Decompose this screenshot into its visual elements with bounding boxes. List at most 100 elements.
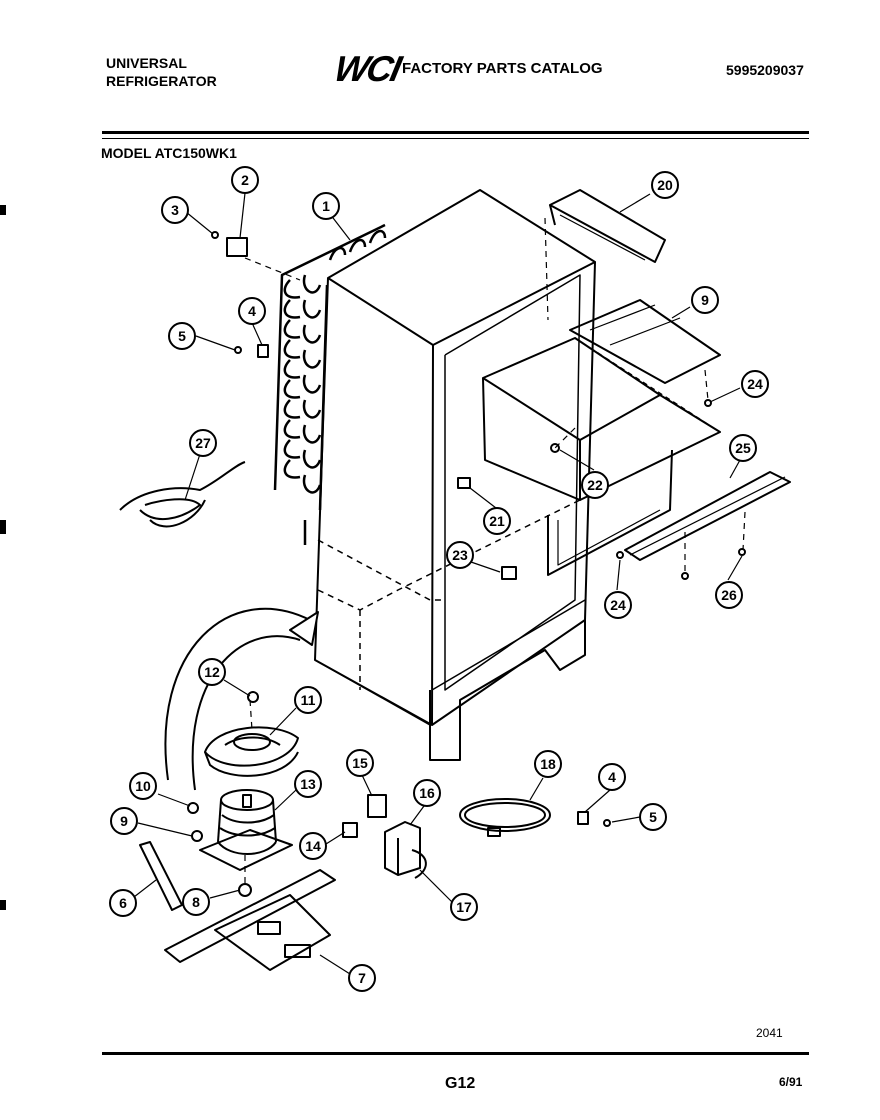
callout-label: 4	[608, 769, 616, 785]
part-4-clip	[257, 344, 269, 358]
callout-label: 10	[135, 778, 151, 794]
catalog-title: FACTORY PARTS CATALOG	[402, 60, 603, 77]
part-27-harness	[119, 461, 246, 528]
callout-11: 11	[294, 686, 322, 714]
callout-label: 1	[322, 198, 330, 214]
callout-3: 3	[161, 196, 189, 224]
header-rule-bottom	[102, 138, 809, 139]
part-7-base	[164, 869, 336, 971]
part-20-bracket	[549, 189, 666, 263]
part-26-screw	[738, 548, 746, 556]
callout-group: 1 2 3 4 5 27 20 9 24 25 22 21 23 24 26 1…	[109, 166, 769, 992]
part-5-screw	[234, 346, 242, 354]
brand-line1: UNIVERSAL	[106, 55, 187, 71]
callout-12: 12	[198, 658, 226, 686]
callout-2: 2	[231, 166, 259, 194]
header-rule-top	[102, 131, 809, 134]
part-9-washer	[191, 830, 203, 842]
callout-label: 9	[701, 292, 709, 308]
callout-8: 8	[182, 888, 210, 916]
part-24-screw	[704, 399, 712, 407]
part-2-plate	[226, 237, 248, 257]
callout-25: 25	[729, 434, 757, 462]
part-24-screw-lower	[616, 551, 624, 559]
part-15-clip	[367, 794, 387, 818]
revision-date: 6/91	[779, 1075, 803, 1089]
model-label: MODEL ATC150WK1	[101, 145, 237, 161]
callout-6: 6	[109, 889, 137, 917]
door-frame	[547, 449, 673, 576]
callout-19: 9	[691, 286, 719, 314]
drawing-id: 2041	[756, 1026, 783, 1040]
callout-label: 5	[178, 328, 186, 344]
callout-23: 23	[446, 541, 474, 569]
callout-label: 25	[735, 440, 751, 456]
part-18-power-cord	[459, 798, 551, 837]
scan-edge-mark	[0, 205, 6, 215]
callout-label: 15	[352, 755, 368, 771]
callout-24-lower: 24	[604, 591, 632, 619]
condenser-coil	[273, 223, 387, 545]
part-16-relay	[384, 821, 427, 879]
callout-label: 23	[452, 547, 468, 563]
callout-label: 7	[358, 970, 366, 986]
callout-18: 18	[534, 750, 562, 778]
evaporator-box	[482, 337, 721, 501]
callout-label: 4	[248, 303, 256, 319]
callout-15: 15	[346, 749, 374, 777]
callout-10: 10	[129, 772, 157, 800]
callout-16: 16	[413, 779, 441, 807]
scan-edge-mark	[0, 900, 6, 910]
part-12-grommet	[247, 691, 259, 703]
callout-5-right: 5	[639, 803, 667, 831]
scan-edge-mark	[0, 520, 6, 534]
callout-label: 22	[587, 477, 603, 493]
part-23-thermostat	[501, 566, 517, 580]
callout-9: 9	[110, 807, 138, 835]
callout-label: 18	[540, 756, 556, 772]
callout-24: 24	[741, 370, 769, 398]
callout-label: 24	[747, 376, 763, 392]
callout-label: 2	[241, 172, 249, 188]
part-8-grommet	[238, 883, 252, 897]
callout-label: 16	[419, 785, 435, 801]
part-19-shelf	[569, 299, 721, 384]
part-5-screw-right	[603, 819, 611, 827]
part-3-screw	[211, 231, 219, 239]
callout-27: 27	[189, 429, 217, 457]
callout-26: 26	[715, 581, 743, 609]
callout-13: 13	[294, 770, 322, 798]
callout-label: 21	[489, 513, 505, 529]
callout-4-right: 4	[598, 763, 626, 791]
part-11-drain-pan	[204, 726, 299, 777]
part-26-screw-lower	[681, 572, 689, 580]
part-21-clip	[457, 477, 471, 489]
callout-14: 14	[299, 832, 327, 860]
catalog-number: 5995209037	[726, 62, 804, 78]
callout-5: 5	[168, 322, 196, 350]
callout-label: 8	[192, 894, 200, 910]
callout-7: 7	[348, 964, 376, 992]
callout-label: 9	[120, 813, 128, 829]
callout-20: 20	[651, 171, 679, 199]
callout-label: 24	[610, 597, 626, 613]
callout-17: 17	[450, 893, 478, 921]
callout-label: 13	[300, 776, 316, 792]
callout-label: 5	[649, 809, 657, 825]
callout-label: 3	[171, 202, 179, 218]
callout-label: 20	[657, 177, 673, 193]
part-14-grommet	[342, 822, 358, 838]
callout-21: 21	[483, 507, 511, 535]
callout-label: 11	[301, 692, 316, 708]
callout-label: 14	[305, 838, 321, 854]
part-10-washer	[187, 802, 199, 814]
callout-label: 12	[204, 664, 220, 680]
part-4-clip-right	[577, 811, 589, 825]
callout-4: 4	[238, 297, 266, 325]
callout-label: 17	[456, 899, 472, 915]
page-number: G12	[445, 1075, 476, 1092]
part-6-bracket	[139, 841, 183, 911]
callout-label: 27	[195, 435, 211, 451]
part-25-trim	[624, 471, 791, 561]
